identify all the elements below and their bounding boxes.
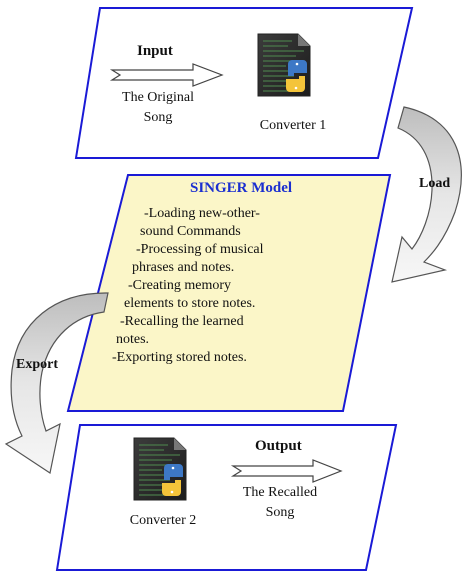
- converter-2-label: Converter 2: [129, 513, 197, 528]
- model-line: -Recalling the learned: [120, 314, 244, 329]
- load-label: Load: [419, 176, 451, 191]
- model-line: elements to store notes.: [124, 296, 256, 311]
- model-line: -Processing of musical: [136, 242, 264, 257]
- output-arrow: [230, 459, 343, 483]
- converter-1-label: Converter 1: [259, 118, 327, 133]
- output-label: Output: [255, 438, 302, 454]
- load-curved-arrow: [391, 106, 462, 283]
- model-line: sound Commands: [140, 224, 241, 239]
- python-file-icon: [257, 33, 311, 97]
- top-box: [74, 7, 414, 159]
- model-line: -Loading new-other-: [144, 206, 260, 221]
- source-song-line1: The Original: [122, 90, 194, 105]
- model-line: notes.: [116, 332, 150, 347]
- input-label: Input: [137, 43, 173, 59]
- model-line: -Creating memory: [128, 278, 232, 293]
- model-line: phrases and notes.: [132, 260, 235, 275]
- source-song-line2: Song: [143, 110, 173, 125]
- model-box: [66, 174, 392, 412]
- python-file-icon: [133, 437, 187, 501]
- model-title: SINGER Model: [190, 180, 293, 196]
- export-curved-arrow: [4, 292, 109, 474]
- input-arrow: [109, 63, 224, 87]
- model-line: -Exporting stored notes.: [112, 350, 247, 365]
- recalled-song-line1: The Recalled: [242, 485, 318, 500]
- export-label: Export: [16, 357, 58, 372]
- recalled-song-line2: Song: [265, 505, 295, 520]
